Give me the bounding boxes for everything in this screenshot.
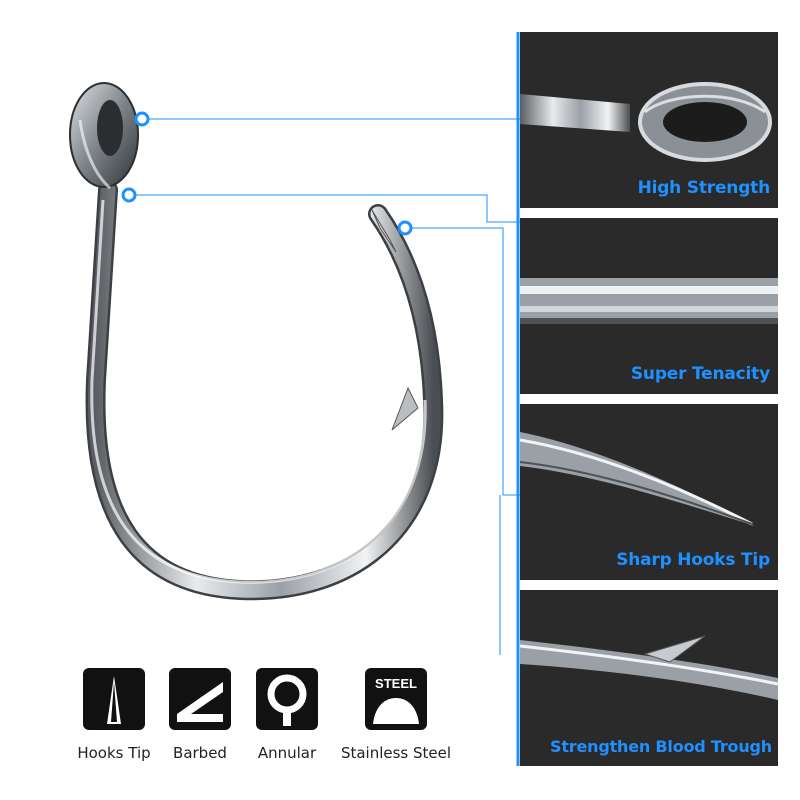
callout-dot-eye — [134, 111, 150, 127]
detail-panel-super-tenacity: Super Tenacity — [520, 218, 778, 394]
panel-label-super-tenacity: Super Tenacity — [630, 364, 770, 384]
eye-closeup-image — [520, 82, 772, 162]
steel-icon: STEEL — [365, 668, 427, 730]
tip-closeup-image — [520, 432, 755, 526]
feature-barbed: Barbed — [140, 668, 260, 762]
connector-line-super-tenacity — [135, 194, 520, 223]
ring-eye-icon — [256, 668, 318, 730]
hook-tip-icon — [83, 668, 145, 730]
panel-label-sharp-tip: Sharp Hooks Tip — [616, 550, 770, 570]
detail-panel-blood-trough: Strengthen Blood Trough — [520, 590, 778, 766]
detail-panel-sharp-tip: Sharp Hooks Tip — [520, 404, 778, 580]
feature-label-barbed: Barbed — [173, 744, 227, 762]
feature-label-annular: Annular — [257, 744, 317, 762]
connector-line-sharp-tip — [412, 227, 520, 496]
panel-label-high-strength: High Strength — [637, 178, 771, 198]
callout-connectors — [135, 118, 520, 496]
barb-icon — [169, 668, 231, 730]
callout-dots — [121, 111, 413, 236]
steel-badge-text: STEEL — [375, 676, 417, 691]
barb-closeup-image — [520, 635, 778, 700]
fishing-hook — [69, 82, 444, 601]
callout-dot-shank — [121, 187, 137, 203]
detail-panel-high-strength: High Strength — [520, 32, 778, 208]
callout-dot-tip — [397, 220, 413, 236]
feature-annular: Annular — [227, 668, 347, 762]
panel-label-blood-trough: Strengthen Blood Trough — [550, 737, 772, 756]
feature-label-stainless-steel: Stainless Steel — [340, 744, 452, 762]
feature-stainless-steel: STEEL Stainless Steel — [336, 668, 456, 762]
feature-hooks-tip: Hooks Tip — [54, 668, 174, 762]
shank-closeup-image — [520, 278, 778, 324]
feature-label-hooks-tip: Hooks Tip — [77, 744, 151, 762]
